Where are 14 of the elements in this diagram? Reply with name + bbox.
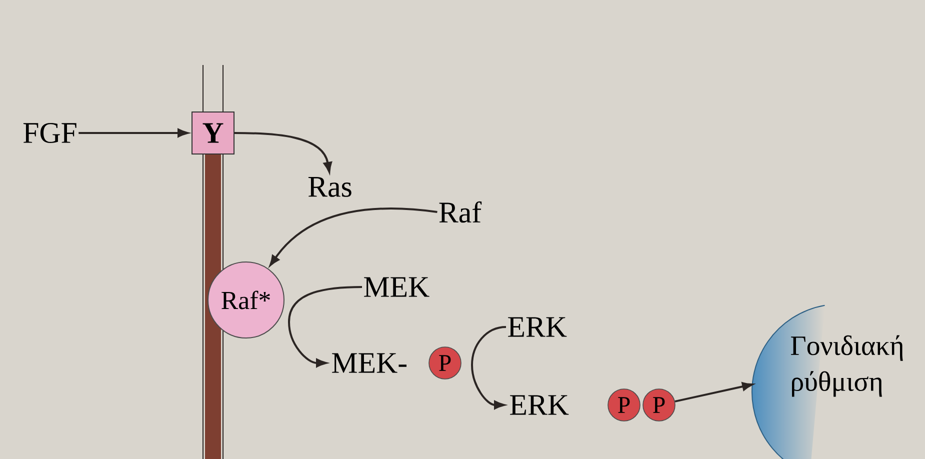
protein-label: FGF <box>23 122 76 144</box>
arrow <box>270 208 438 266</box>
protein-label: ERK <box>508 317 567 337</box>
arrow <box>78 128 188 138</box>
protein-label: Raf <box>439 201 482 223</box>
arrow <box>234 132 332 173</box>
protein-label: ERK <box>510 395 569 415</box>
protein-label: Ras <box>308 177 352 197</box>
receptor-box: Y <box>192 111 234 154</box>
protein-label: MEK <box>364 277 430 297</box>
arrow <box>471 326 506 410</box>
protein-label: MEK- <box>332 353 406 373</box>
arrow <box>288 286 362 368</box>
arrow <box>674 382 753 402</box>
